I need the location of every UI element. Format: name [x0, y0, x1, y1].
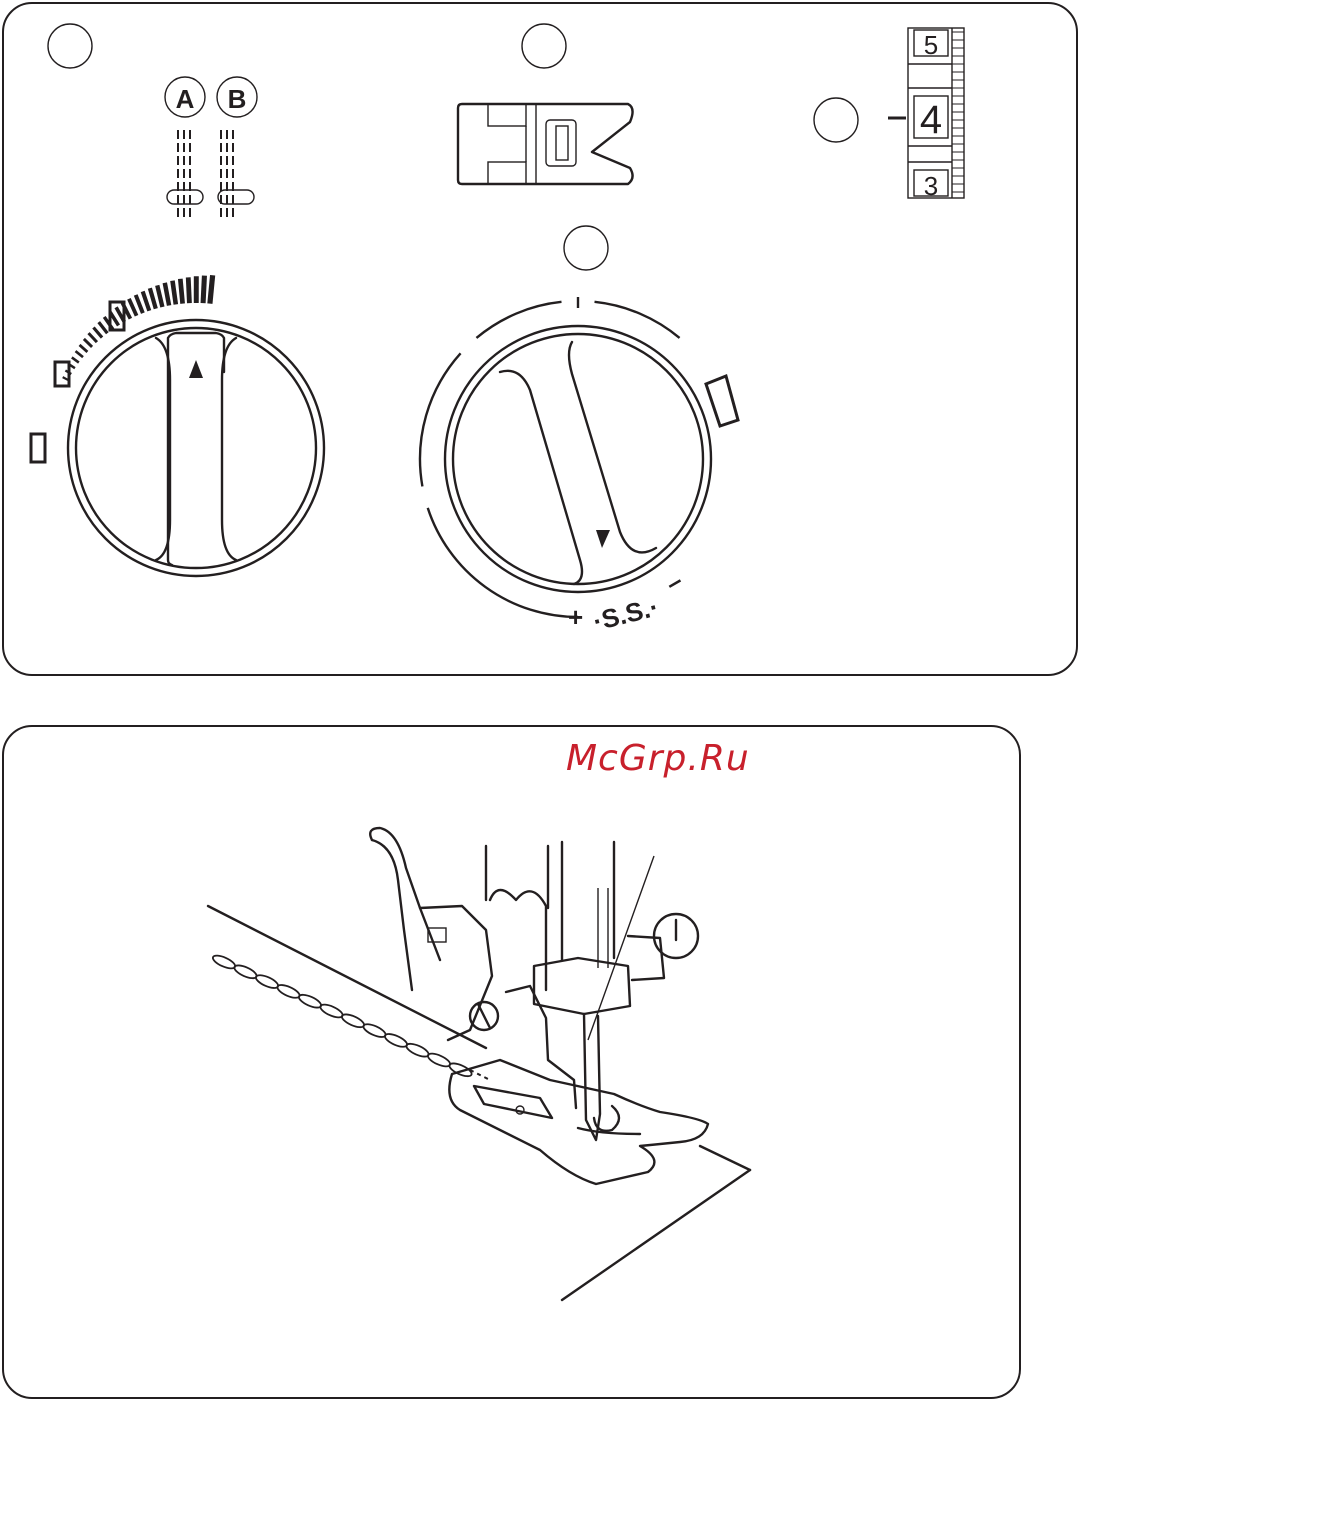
stitch-length-tick — [203, 276, 204, 304]
stitch-length-tick — [129, 299, 137, 316]
watermark-text: McGrp.Ru — [566, 738, 750, 779]
stitch-length-tick — [172, 281, 175, 305]
stitch-length-tick — [76, 351, 83, 357]
tension-mode-a: A — [165, 77, 205, 218]
seam-continuation — [470, 1070, 490, 1080]
symbol-bar-2 — [55, 362, 69, 386]
stitch-length-tick — [157, 285, 162, 307]
stitch-length-tick — [93, 328, 102, 338]
callout-circle-4 — [564, 226, 608, 270]
seam-stitch — [276, 982, 302, 1000]
seam-stitch — [297, 992, 323, 1010]
tension-mode-b: B — [217, 77, 257, 218]
stitch-length-tick — [136, 295, 143, 313]
width-end-marker — [706, 376, 738, 426]
stitch-seam — [211, 953, 490, 1080]
callout-circle-1 — [48, 24, 92, 68]
stitch-length-dial[interactable] — [31, 275, 324, 576]
stitch-width-arc — [476, 302, 561, 338]
stitch-length-tick — [143, 291, 150, 310]
stitch-length-tick — [210, 275, 213, 303]
seam-stitch — [383, 1031, 409, 1049]
dial-minus-label: – — [660, 565, 688, 598]
tension-mode-b-label: B — [228, 84, 247, 114]
stitch-width-arc — [428, 508, 578, 617]
seam-stitch — [319, 1002, 345, 1020]
callout-circle-3 — [814, 98, 858, 142]
stitch-width-arc — [420, 353, 461, 486]
seam-stitch — [233, 963, 259, 981]
stitch-length-tick — [165, 283, 169, 306]
stitch-length-tick — [188, 277, 189, 303]
tension-value-5: 5 — [924, 30, 938, 60]
stitch-length-tick — [84, 339, 92, 347]
stitch-length-tick — [89, 333, 97, 342]
callout-circle-2 — [522, 24, 566, 68]
seam-stitch — [426, 1051, 452, 1069]
tension-scale: 5 4 3 — [888, 28, 964, 201]
presser-foot-sewing-illustration — [208, 828, 750, 1300]
tension-value-3: 3 — [924, 171, 938, 201]
seam-stitch — [340, 1012, 366, 1030]
stitch-length-tick — [80, 345, 88, 352]
seam-stitch — [405, 1041, 431, 1059]
stitch-length-tick — [99, 322, 108, 333]
tension-value-4: 4 — [920, 98, 942, 142]
stitch-length-tick — [72, 357, 79, 362]
stitch-length-tick — [63, 377, 68, 380]
zigzag-presser-foot-icon — [458, 104, 633, 184]
seam-stitch — [211, 953, 237, 971]
stitch-width-dial[interactable]: + ·S.S.· – — [420, 297, 738, 637]
dial-plus-label: + — [568, 602, 583, 632]
stitch-width-arc — [595, 302, 680, 338]
tension-mode-a-label: A — [176, 84, 195, 114]
seam-stitch — [254, 973, 280, 991]
stitch-length-tick — [150, 288, 156, 308]
symbol-bar-3 — [31, 434, 45, 462]
stitch-length-tick — [180, 279, 182, 304]
dial-ss-label: ·S.S.· — [590, 592, 662, 637]
seam-stitch — [362, 1022, 388, 1040]
